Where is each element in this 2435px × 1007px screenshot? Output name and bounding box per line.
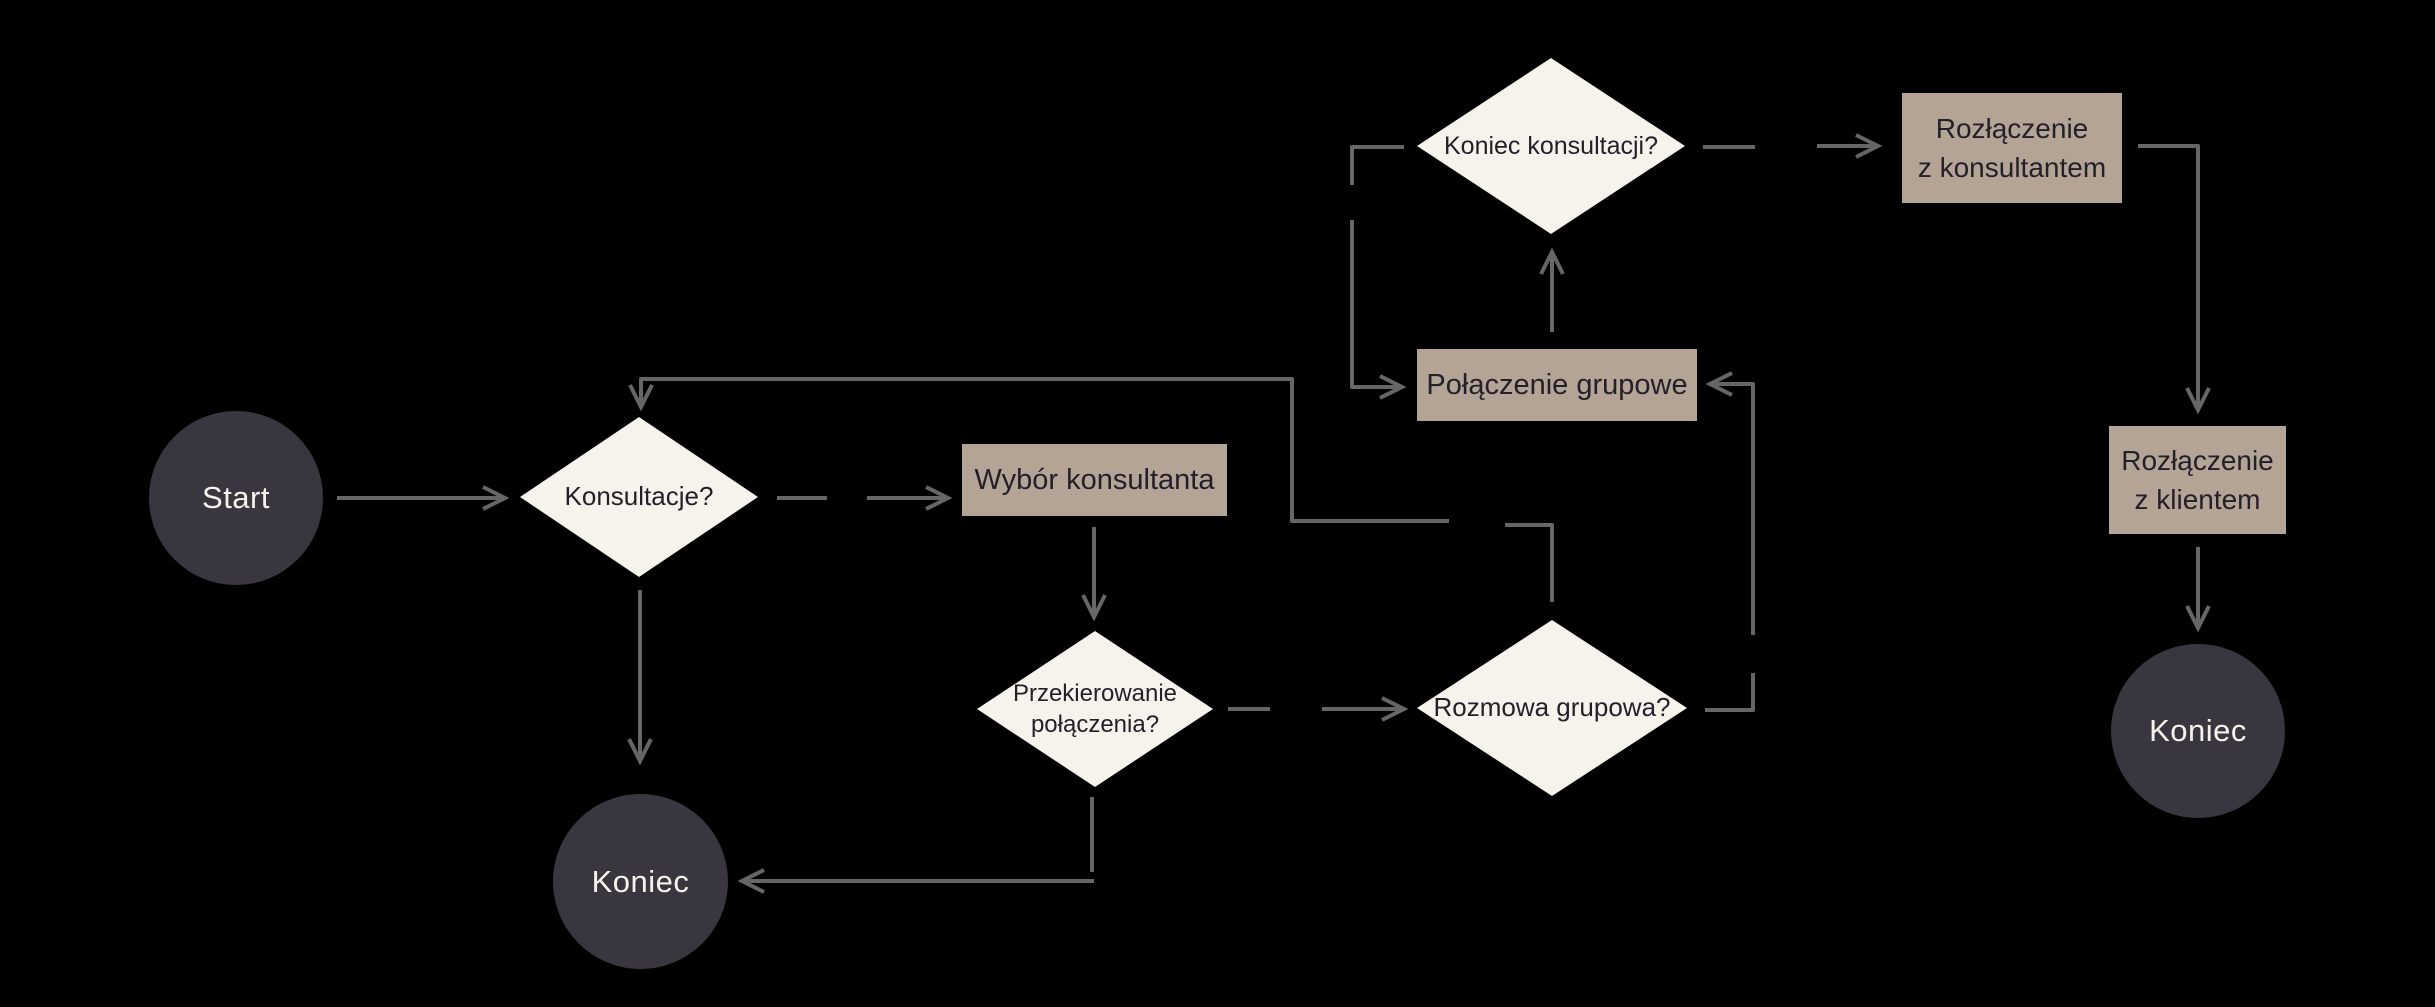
node-koniec-right-label: Koniec (2149, 713, 2247, 748)
node-rozlaczenie-z-konsultantem: Rozłączenie z konsultantem (1902, 93, 2122, 203)
node-start: Start (149, 411, 323, 585)
node-rozlaczenie-z-klientem: Rozłączenie z klientem (2109, 426, 2286, 534)
node-polaczenie-grupowe: Połączenie grupowe (1417, 349, 1697, 421)
connector-rozlaczenie-konsultant-to-klient (2138, 144, 2198, 410)
node-koniec-left-label: Koniec (591, 863, 690, 899)
node-polaczenie-grupowe-label: Połączenie grupowe (1426, 368, 1688, 401)
connector-rozmowa-to-konsultacje-seg1 (1505, 523, 1554, 602)
connector-rozmowa-to-polaczenie-seg2 (1710, 384, 1755, 635)
node-rozlaczenie-z-klientem-label: Rozłączenie z klientem (2121, 444, 2274, 515)
node-wybor-konsultanta-label: Wybór konsultanta (974, 463, 1215, 496)
node-konsultacje-label: Konsultacje? (564, 481, 714, 512)
connector-koniec-konsultacji-to-polaczenie-seg1 (1350, 145, 1404, 185)
node-koniec-right: Koniec (2111, 644, 2285, 818)
node-przekierowanie-label: Przekierowanie połączenia? (1012, 679, 1178, 738)
connector-rozmowa-to-konsultacje-seg2 (641, 377, 1449, 523)
node-wybor-konsultanta: Wybór konsultanta (962, 444, 1227, 516)
node-rozmowa-grupowa-label: Rozmowa grupowa? (1433, 692, 1671, 723)
connector-koniec-konsultacji-to-polaczenie-seg2 (1350, 220, 1402, 387)
node-koniec-konsultacji-label: Koniec konsultacji? (1443, 131, 1658, 160)
node-start-label: Start (202, 480, 270, 515)
node-rozlaczenie-z-konsultantem-label: Rozłączenie z konsultantem (1917, 112, 2107, 183)
node-koniec-left: Koniec (553, 794, 728, 969)
connector-rozmowa-to-polaczenie-seg1 (1705, 673, 1755, 712)
